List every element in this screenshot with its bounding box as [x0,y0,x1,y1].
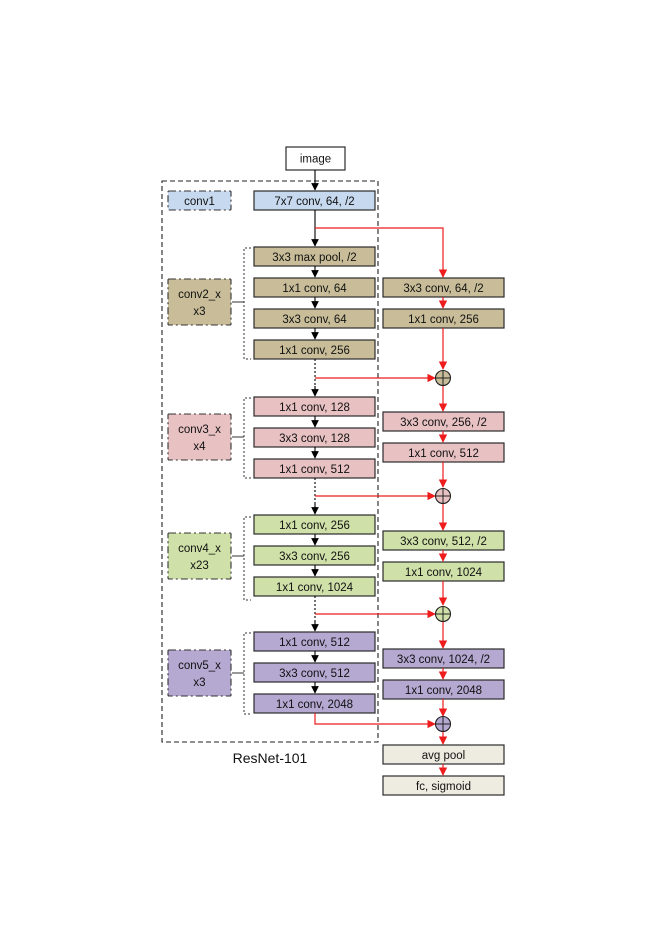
head-label: avg pool [422,750,465,762]
input-node: image [285,146,346,171]
stage-conv4: conv4_x x23 1x1 conv, 256 3x3 conv, 256 … [167,514,505,601]
stage-repeat: x4 [193,441,206,453]
stage-bracket [243,516,251,601]
layer-label: 3x3 max pool, /2 [272,252,356,264]
layer-label: 3x3 conv, 64 [282,314,347,326]
stage-name: conv1 [184,196,215,208]
sum-node [434,487,452,505]
stage-repeat: x3 [193,306,205,318]
shortcut-label: 3x3 conv, 512, /2 [400,536,487,548]
stage-conv3: conv3_x x4 1x1 conv, 128 3x3 conv, 128 1… [167,396,505,479]
stage-conv2: conv2_x x3 3x3 max pool, /2 1x1 conv, 64… [167,246,505,360]
layer-label: 3x3 conv, 128 [279,433,350,445]
backbone-frame [161,180,379,743]
stage-repeat: x23 [190,560,209,572]
stage-label-box [167,278,232,326]
stage-name: conv5_x [178,660,221,672]
sum-node [434,605,452,623]
sum-node [434,715,452,733]
shortcut-label: 1x1 conv, 1024 [405,567,483,579]
arrow [315,227,448,278]
arrow [314,713,436,729]
stage-repeat: x3 [193,677,205,689]
layer-label: 1x1 conv, 512 [279,637,350,649]
layer-label: 1x1 conv, 1024 [276,582,354,594]
shortcut-label: 1x1 conv, 256 [408,314,479,326]
layer-label: 1x1 conv, 128 [279,402,350,414]
sum-node [434,369,452,387]
head-label: fc, sigmoid [416,781,471,793]
stage-label-box [167,413,232,461]
shortcut-label: 1x1 conv, 2048 [405,685,482,697]
stage-bracket [243,632,251,715]
layer-label: 1x1 conv, 64 [282,283,347,295]
layer-label: 3x3 conv, 256 [279,551,350,563]
shortcut-label: 3x3 conv, 1024, /2 [397,654,490,666]
stage-name: conv3_x [178,424,221,436]
stage-bracket [243,397,251,479]
head-block [382,775,505,796]
layer-label: 3x3 conv, 512 [279,668,350,680]
stage-name: conv2_x [178,289,221,301]
layer-label: 1x1 conv, 256 [279,520,350,532]
shortcut-label: 3x3 conv, 256, /2 [400,417,487,429]
shortcut-label: 3x3 conv, 64, /2 [403,283,483,295]
layer-label: 1x1 conv, 2048 [276,699,353,711]
layer-label: 1x1 conv, 256 [279,345,350,357]
layer-label: 7x7 conv, 64, /2 [274,196,354,208]
stage-label-box [167,190,232,211]
shortcut-label: 1x1 conv, 512 [408,448,479,460]
diagram-caption: ResNet-101 [233,750,308,766]
stage-conv5: conv5_x x3 1x1 conv, 512 3x3 conv, 512 1… [167,631,505,715]
stage-conv1: conv1 7x7 conv, 64, /2 [167,190,376,211]
layer-label: 1x1 conv, 512 [279,464,350,476]
input-label: image [300,154,331,166]
stage-label-box [167,532,232,580]
branch-arrows [314,227,448,776]
stage-label-box [167,649,232,697]
stage-name: conv4_x [178,543,221,555]
classifier-head: avg pool fc, sigmoid [382,744,505,796]
stage-bracket [243,247,251,360]
